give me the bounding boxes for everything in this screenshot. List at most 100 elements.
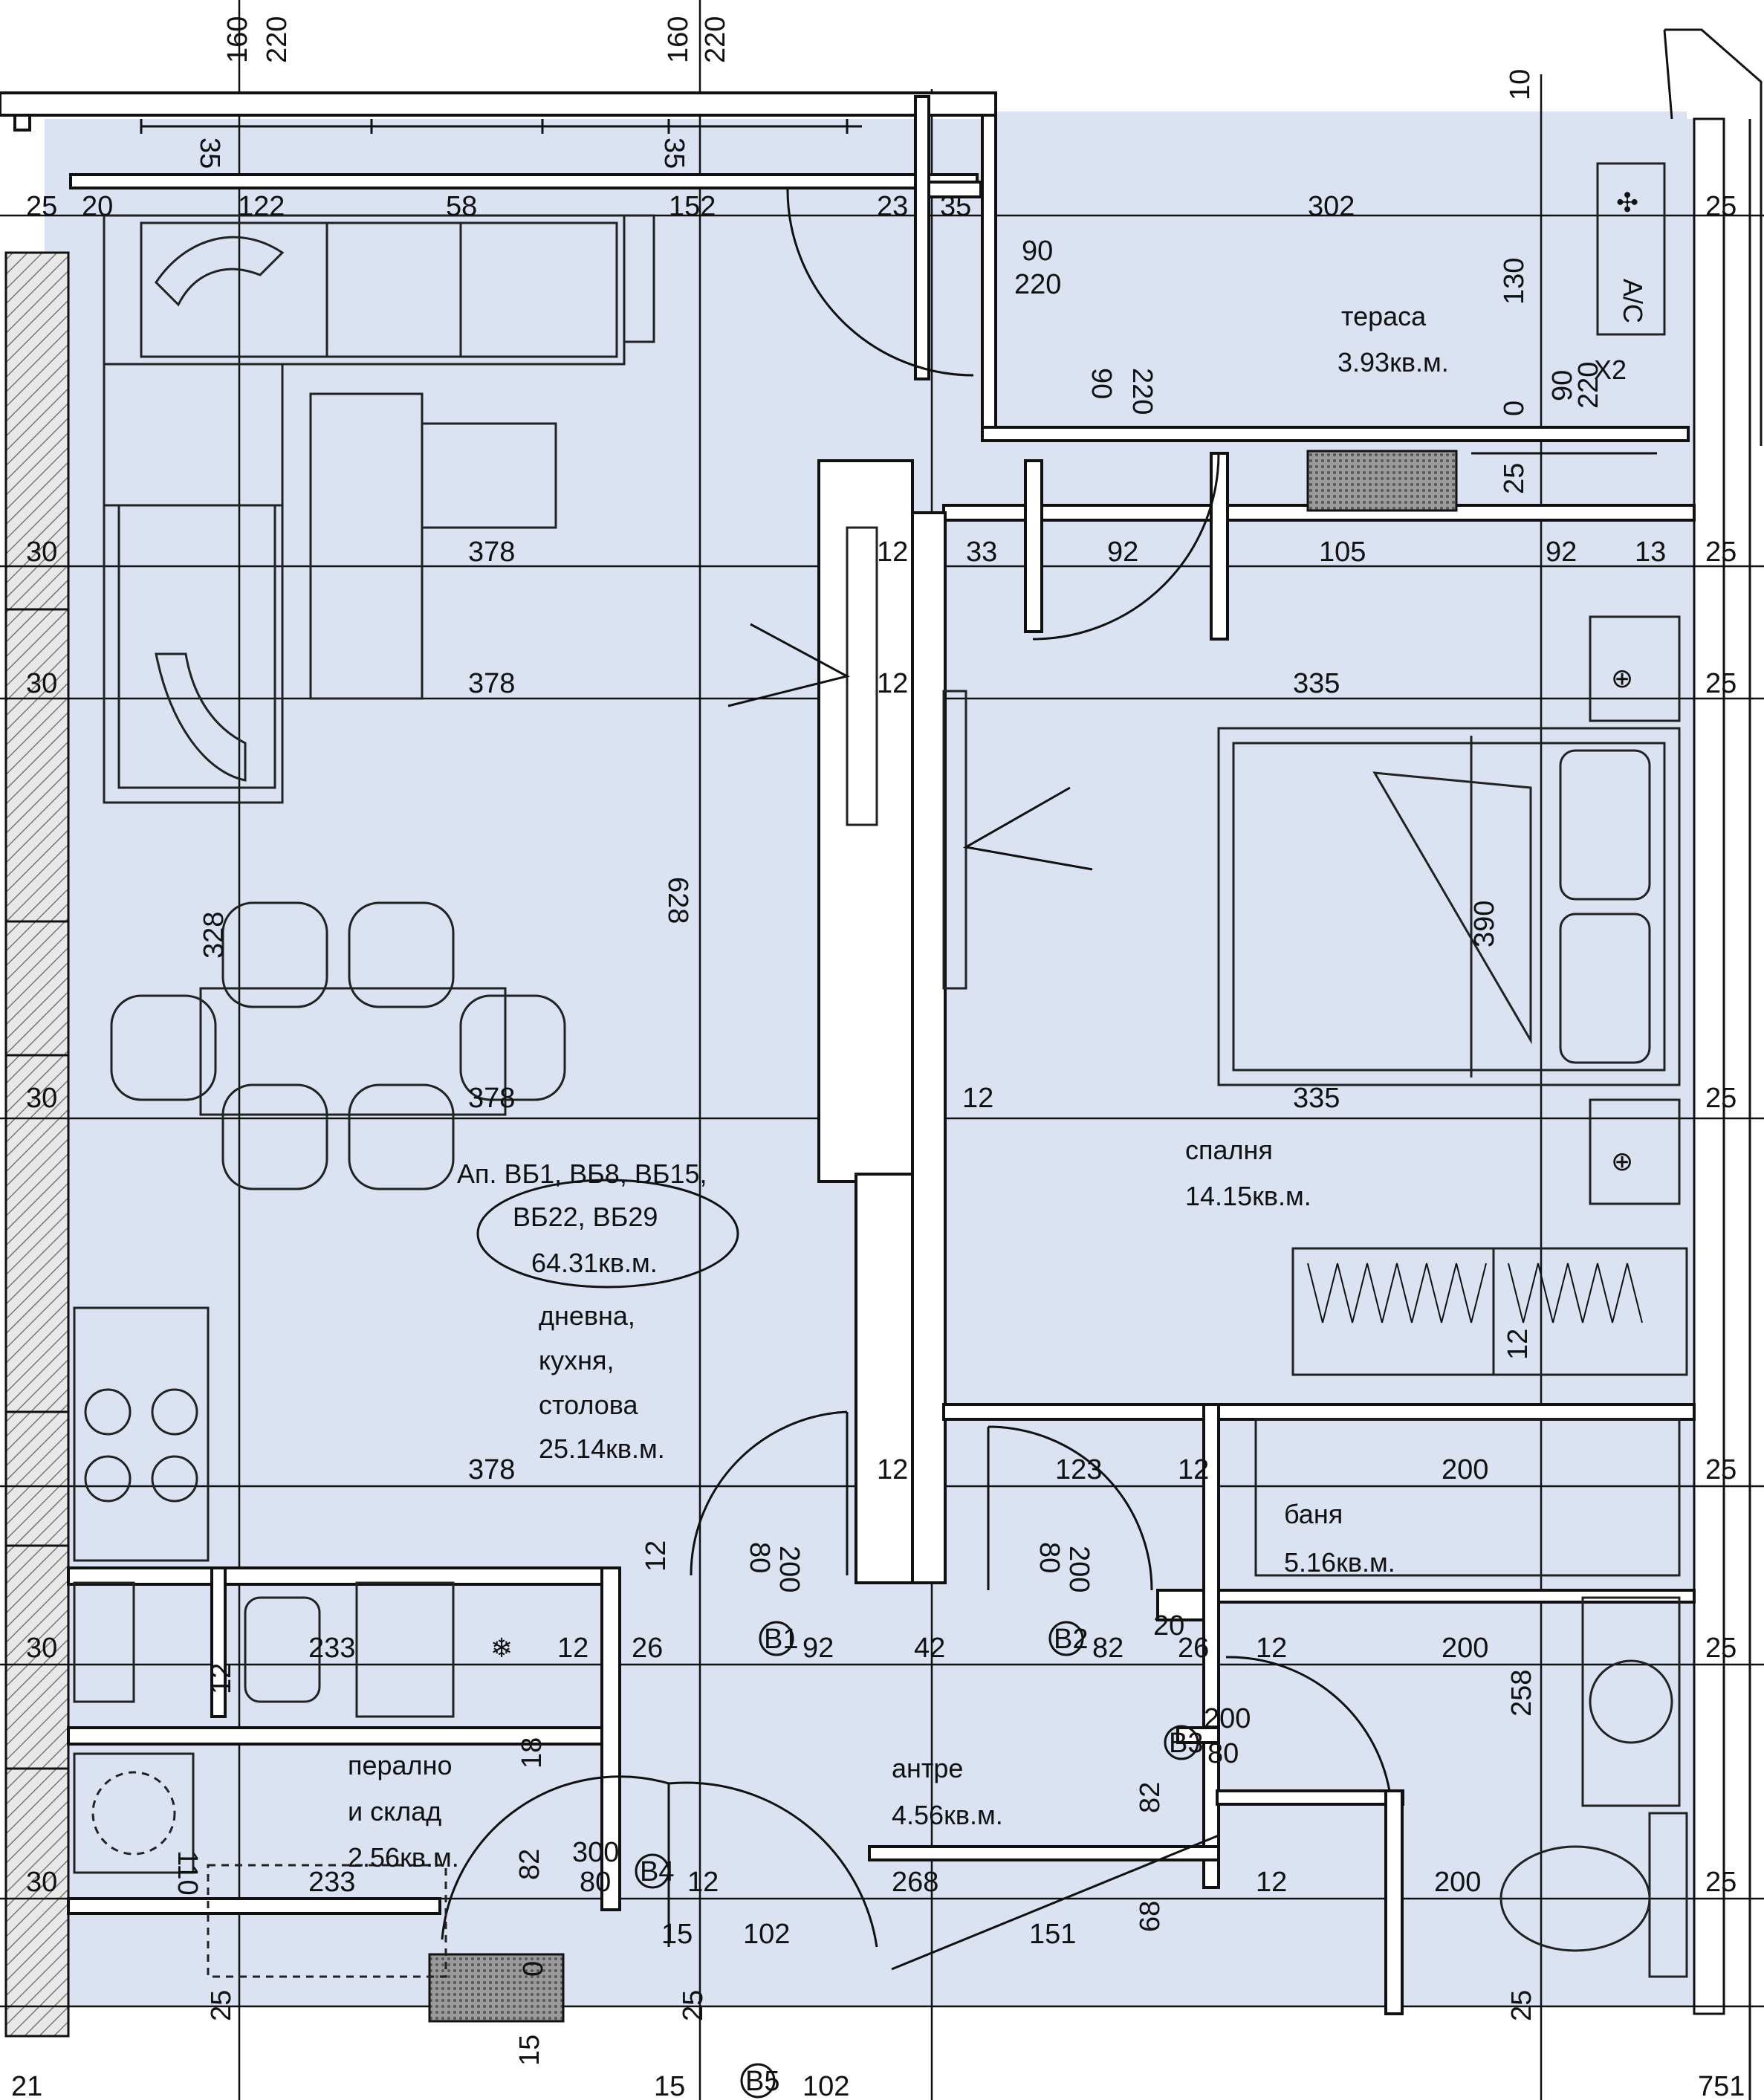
dim-terrace: 220 bbox=[1126, 368, 1158, 415]
living-code-line-2: ВБ22, ВБ29 bbox=[513, 1202, 658, 1232]
dim-door: 300 bbox=[572, 1837, 619, 1868]
dim-top: 220 bbox=[262, 16, 293, 63]
dim-row1: 58 bbox=[446, 191, 477, 222]
dim-door: 80 bbox=[1207, 1738, 1239, 1769]
laundry-name-line-1: перално bbox=[348, 1750, 452, 1780]
dim-terrace: 220 bbox=[1014, 269, 1061, 300]
dim-misc: 110 bbox=[172, 1850, 203, 1896]
dim-row6: 200 bbox=[1442, 1633, 1488, 1664]
dim-vertical: 390 bbox=[1469, 901, 1500, 947]
dim-bottom: 25 bbox=[206, 1990, 237, 2021]
dim-misc: 82 bbox=[1135, 1782, 1166, 1813]
dim-top: 10 bbox=[1505, 69, 1536, 100]
dimensions: 160 220 160 220 10 35 35 25 20 122 58 15… bbox=[11, 16, 1745, 2100]
dim-top: 220 bbox=[700, 16, 731, 63]
washing-machine bbox=[73, 1752, 447, 1978]
dim-row1: 23 bbox=[877, 191, 908, 222]
sliding-partition bbox=[727, 526, 1093, 990]
dim-row7: 25 bbox=[1705, 1867, 1737, 1898]
dim-bottom: 15 bbox=[514, 2035, 545, 2066]
dim-row2: 30 bbox=[26, 537, 57, 568]
lamp-icon: ⊕ bbox=[1611, 663, 1633, 693]
dim-terrace: 90 bbox=[1547, 370, 1578, 401]
ac-label: A/C bbox=[1618, 279, 1648, 323]
hall-name: антре bbox=[892, 1753, 963, 1783]
kitchen: ❄ bbox=[73, 1306, 513, 1718]
dim-row7: 12 bbox=[687, 1867, 719, 1898]
snowflake-icon: ❄ bbox=[490, 1633, 513, 1663]
laundry-name-line-2: и склад bbox=[348, 1796, 441, 1827]
ac-unit: A/C X2 ✣ bbox=[1594, 162, 1666, 385]
dim-bottom: 15 bbox=[654, 2071, 685, 2100]
living-code-line-1: Ап. ВБ1, ВБ8, ВБ15, bbox=[457, 1158, 707, 1189]
terrace-name: тераса bbox=[1341, 301, 1427, 331]
door-tag: В2 bbox=[1054, 1624, 1088, 1655]
dim-terrace: 130 bbox=[1499, 258, 1530, 305]
dim-row7: 268 bbox=[892, 1867, 938, 1898]
dim-row6: 25 bbox=[1705, 1633, 1737, 1664]
dim-bottom: 102 bbox=[802, 2071, 849, 2100]
dim-row6: 42 bbox=[914, 1633, 945, 1664]
dim-door: 80 bbox=[580, 1867, 611, 1898]
dim-row4: 378 bbox=[468, 1083, 515, 1114]
dim-row4: 25 bbox=[1705, 1083, 1737, 1114]
dim-row6: 12 bbox=[557, 1633, 588, 1664]
bed: ⊕ ⊕ bbox=[1217, 615, 1681, 1205]
bathroom-area: 5.16кв.м. bbox=[1284, 1547, 1395, 1578]
dim-bottom: 21 bbox=[11, 2071, 42, 2100]
door-tags: В1 В2 В3 В4 В5 bbox=[635, 1621, 1203, 2099]
dim-bottom: 751 bbox=[1698, 2071, 1745, 2100]
dim-misc: 12 bbox=[1502, 1329, 1534, 1360]
dim-row2: 13 bbox=[1635, 537, 1666, 568]
living-name-line-2: кухня, bbox=[539, 1345, 615, 1375]
dim-row2: 33 bbox=[966, 537, 997, 568]
door-tag: В1 bbox=[764, 1624, 798, 1655]
dim-misc: 12 bbox=[641, 1540, 672, 1572]
dim-row2: 25 bbox=[1705, 537, 1737, 568]
hall-area: 4.56кв.м. bbox=[892, 1800, 1003, 1830]
dim-row2: 378 bbox=[468, 537, 515, 568]
dim-row4: 30 bbox=[26, 1083, 57, 1114]
exterior-wall-right bbox=[1693, 117, 1751, 2100]
dim-row8: 102 bbox=[743, 1919, 790, 1950]
dim-row7: 30 bbox=[26, 1867, 57, 1898]
dim-small: 35 bbox=[194, 137, 225, 169]
dim-misc: 0 bbox=[518, 1961, 549, 1977]
living-name-line-3: столова bbox=[539, 1390, 638, 1420]
room-labels: Ап. ВБ1, ВБ8, ВБ15, ВБ22, ВБ29 64.31кв.м… bbox=[348, 301, 1449, 1873]
dim-row5: 378 bbox=[468, 1454, 515, 1485]
dim-row6: 20 bbox=[1153, 1610, 1184, 1642]
dim-terrace: 220 bbox=[1573, 362, 1604, 409]
dim-row5: 123 bbox=[1055, 1454, 1102, 1485]
wardrobe bbox=[1291, 1247, 1688, 1376]
dim-door: 200 bbox=[1204, 1703, 1251, 1734]
table bbox=[309, 392, 557, 700]
dim-terrace: 25 bbox=[1499, 463, 1530, 494]
living-total-area: 64.31кв.м. bbox=[531, 1248, 658, 1278]
dim-door: 200 bbox=[1063, 1546, 1095, 1592]
dim-row6: 92 bbox=[802, 1633, 834, 1664]
dim-misc: 12 bbox=[206, 1663, 237, 1694]
dim-row5: 12 bbox=[877, 1454, 908, 1485]
dim-door: 80 bbox=[744, 1542, 775, 1573]
windows bbox=[140, 119, 1657, 455]
door-tag: В3 bbox=[1169, 1728, 1203, 1759]
door-tag: В5 bbox=[745, 2066, 779, 2097]
dim-row5: 25 bbox=[1705, 1454, 1737, 1485]
fan-icon: ✣ bbox=[1616, 187, 1638, 218]
dim-top: 160 bbox=[222, 16, 253, 63]
dim-top: 160 bbox=[663, 16, 694, 63]
dim-row2: 12 bbox=[877, 537, 908, 568]
dim-row3: 378 bbox=[468, 668, 515, 699]
dim-row7: 233 bbox=[308, 1867, 355, 1898]
dim-row1: 302 bbox=[1308, 191, 1355, 222]
dim-row1: 25 bbox=[26, 191, 57, 222]
terrace-area: 3.93кв.м. bbox=[1337, 347, 1449, 377]
toilet bbox=[1499, 1812, 1688, 1978]
dim-row5: 200 bbox=[1442, 1454, 1488, 1485]
doors bbox=[441, 189, 1391, 1971]
dim-row3: 12 bbox=[877, 668, 908, 699]
bathroom-name: баня bbox=[1284, 1499, 1343, 1529]
dim-terrace: 90 bbox=[1022, 236, 1053, 267]
